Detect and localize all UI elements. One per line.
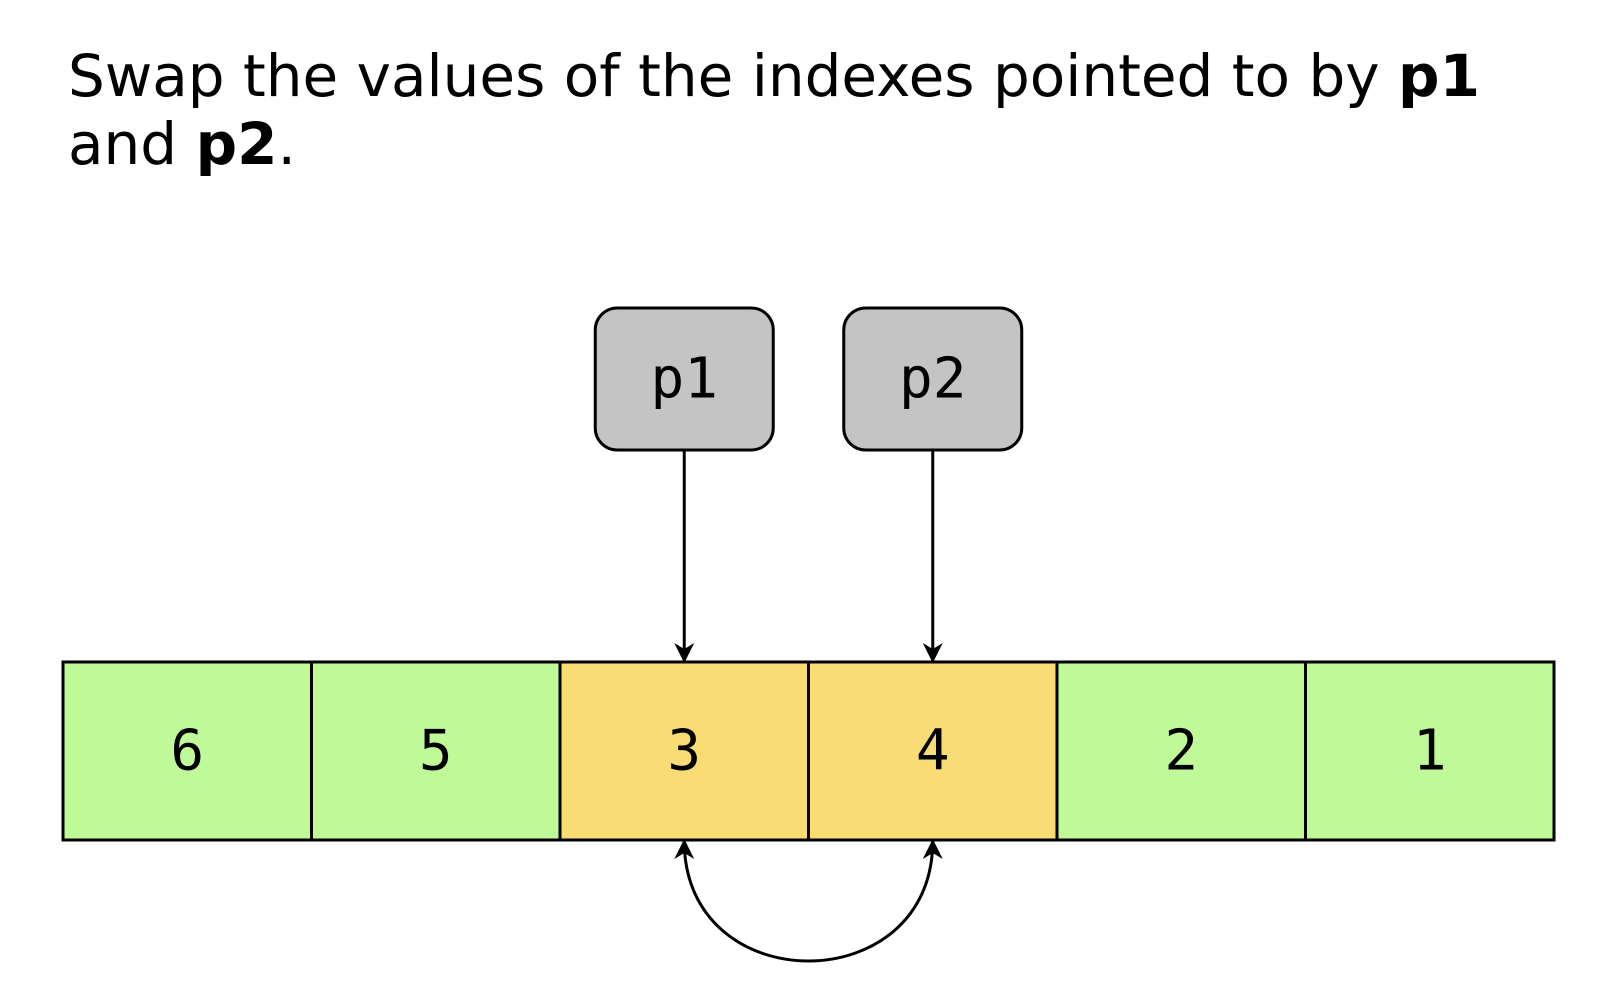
array-cell: 5 — [310, 660, 562, 842]
swap-arrow — [674, 839, 943, 963]
array-cell-box — [1055, 660, 1307, 842]
array-cell-value: 1 — [1413, 719, 1447, 784]
array-cell: 6 — [61, 660, 313, 842]
pointers: p1 p2 — [593, 306, 1024, 663]
array-cell: 1 — [1304, 660, 1556, 842]
array-cell-value: 5 — [419, 719, 453, 784]
instruction-text-before: Swap the values of the indexes pointed t… — [68, 42, 1399, 110]
pointer-p1: p1 — [593, 306, 775, 663]
array-cell: 2 — [1055, 660, 1307, 842]
array-cell-box — [1304, 660, 1556, 842]
array-cell-value: 3 — [667, 719, 701, 784]
array-cell-box — [310, 660, 562, 842]
array-cell-value: 4 — [916, 719, 950, 784]
instruction-text: Swap the values of the indexes pointed t… — [68, 42, 1488, 178]
array-cell: 3 — [558, 660, 810, 842]
pointer-p2: p2 — [842, 306, 1024, 663]
array-cell-box — [61, 660, 313, 842]
array: 6 5 3 4 2 1 — [61, 660, 1556, 842]
pointer-label: p1 — [651, 347, 718, 412]
instruction-text-middle: and — [68, 110, 196, 178]
pointer-a-name: p1 — [1398, 42, 1480, 110]
pointer-label: p2 — [899, 347, 966, 412]
pointer-b-name: p2 — [195, 110, 278, 178]
array-cell: 4 — [807, 660, 1059, 842]
array-cell-value: 6 — [170, 719, 204, 784]
instruction-text-after: . — [277, 110, 296, 178]
array-cell-value: 2 — [1164, 719, 1198, 784]
